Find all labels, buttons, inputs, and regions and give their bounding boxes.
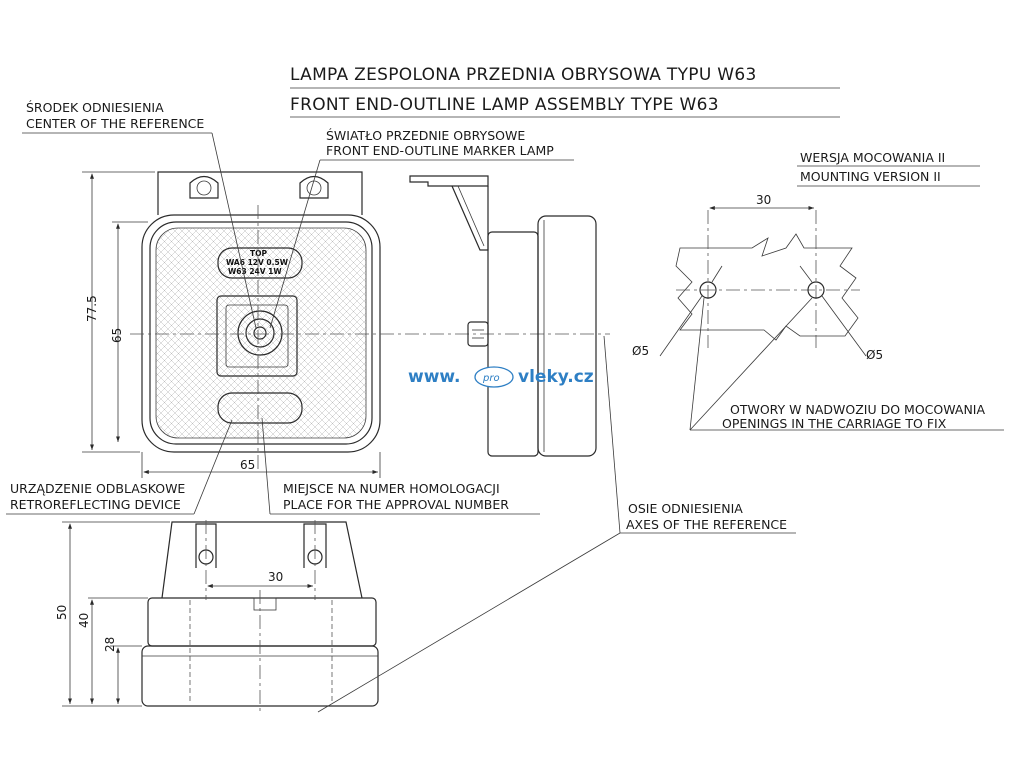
carriage-panel-section (675, 233, 859, 341)
title-english: FRONT END-OUTLINE LAMP ASSEMBLY TYPE W63 (290, 95, 719, 115)
dim-lens-height: 65 (110, 328, 124, 343)
callout-center-ref-en: CENTER OF THE REFERENCE (26, 116, 204, 131)
dim-bottom-hole-spacing: 30 (268, 570, 283, 584)
lens-marking-top: TOP (250, 249, 267, 258)
callout-approval-en: PLACE FOR THE APPROVAL NUMBER (283, 497, 509, 512)
retroreflector-prism-pattern (155, 227, 367, 439)
watermark-badge: pro (482, 373, 500, 384)
lens-marking-row2: W63 24V 1W (228, 267, 282, 276)
dim-mount-spacing: 30 (756, 193, 771, 207)
dim-total-height: 50 (55, 605, 69, 620)
front-view: TOP WA6 12V 0.5W W63 24V 1W 77.5 65 65 (82, 171, 610, 478)
lamp-housing-outline (141, 214, 381, 453)
callouts: ŚRODEK ODNIESIENIA CENTER OF THE REFEREN… (6, 100, 796, 713)
callout-axes-en: AXES OF THE REFERENCE (626, 517, 787, 532)
marker-lamp-window (216, 295, 298, 377)
openings-label-en: OPENINGS IN THE CARRIAGE TO FIX (722, 416, 947, 431)
front-bracket-hole-right (306, 180, 322, 196)
callout-center-ref-pl: ŚRODEK ODNIESIENIA (26, 100, 164, 115)
approval-number-slot (217, 392, 303, 424)
reference-center-point (253, 326, 267, 340)
lens-marking-plate (217, 247, 303, 279)
callout-retro-pl: URZĄDZENIE ODBLASKOWE (10, 481, 185, 496)
front-bracket-slot-left (189, 175, 219, 199)
mount-hole-right (807, 281, 825, 299)
dim-lens-width: 65 (240, 458, 255, 472)
side-view (409, 175, 597, 457)
front-bracket-hole-left (196, 180, 212, 196)
callout-approval-pl: MIEJSCE NA NUMER HOMOLOGACJI (283, 481, 500, 496)
front-mount-bracket (157, 171, 363, 215)
bottom-bracket (161, 521, 363, 599)
watermark-domain: vleky.cz (518, 367, 594, 387)
callout-retro-en: RETROREFLECTING DEVICE (10, 497, 181, 512)
mount-label-pl: WERSJA MOCOWANIA II (800, 150, 945, 165)
callout-marker-lamp-pl: ŚWIATŁO PRZEDNIE OBRYSOWE (326, 128, 525, 143)
bottom-view: 30 50 40 28 (55, 520, 379, 712)
lens-outline (149, 221, 373, 445)
marker-lamp-lens (237, 310, 283, 356)
bottom-housing-upper (147, 597, 377, 647)
side-housing-front (537, 215, 597, 457)
watermark-prefix: www. (408, 367, 461, 387)
side-housing-rear (487, 231, 539, 457)
mount-label-en: MOUNTING VERSION II (800, 169, 941, 184)
site-watermark: www. pro vleky.cz (408, 366, 594, 388)
side-bracket-arm (451, 185, 489, 251)
side-cable-gland (467, 321, 489, 347)
openings-label-pl: OTWORY W NADWOZIU DO MOCOWANIA (730, 402, 985, 417)
mounting-version-two: WERSJA MOCOWANIA II MOUNTING VERSION II … (632, 150, 1004, 431)
watermark-badge-icon (474, 366, 514, 388)
dim-lower-height: 28 (103, 637, 117, 652)
title-polish: LAMPA ZESPOLONA PRZEDNIA OBRYSOWA TYPU W… (290, 65, 757, 85)
callout-axes-pl: OSIE ODNIESIENIA (628, 501, 743, 516)
lens-marking-row1: WA6 12V 0.5W (226, 258, 289, 267)
dim-outer-height: 77.5 (85, 295, 99, 322)
mount-hole-left (699, 281, 717, 299)
bottom-vent-notch (253, 597, 277, 611)
side-bracket-top (409, 175, 489, 187)
front-bracket-slot-right (299, 175, 329, 199)
dim-body-height: 40 (77, 613, 91, 628)
dim-hole-dia-right: Ø5 (866, 348, 883, 362)
callout-marker-lamp-en: FRONT END-OUTLINE MARKER LAMP (326, 143, 554, 158)
dim-hole-dia-left: Ø5 (632, 344, 649, 358)
drawing-title: LAMPA ZESPOLONA PRZEDNIA OBRYSOWA TYPU W… (290, 65, 840, 118)
